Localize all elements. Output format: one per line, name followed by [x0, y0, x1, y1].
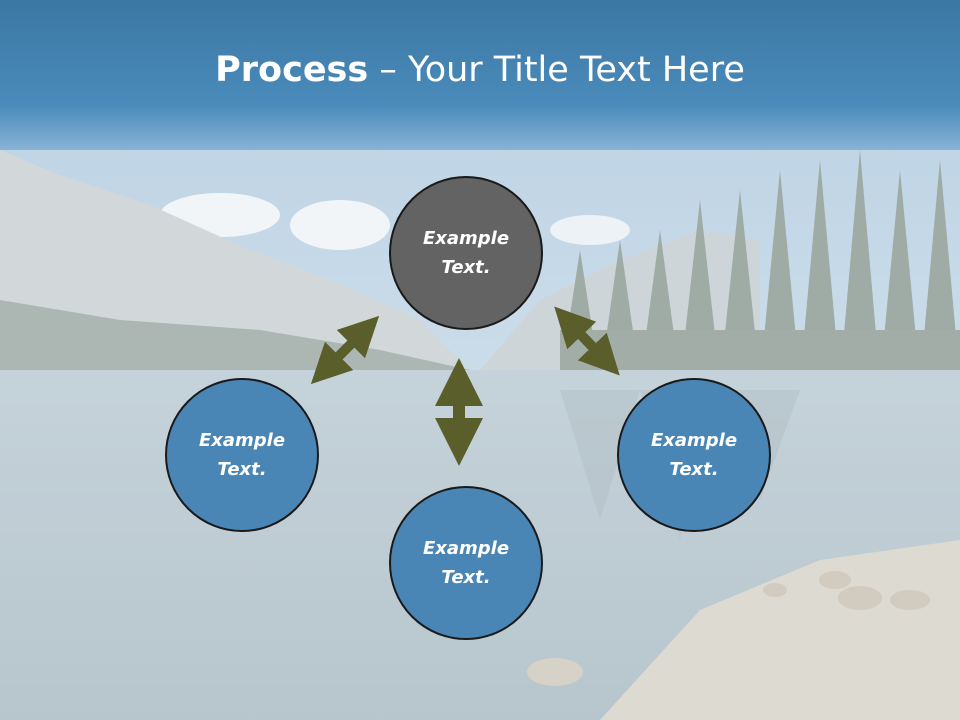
double-arrow-right	[554, 306, 620, 376]
title-bar: Process – Your Title Text Here	[0, 0, 960, 150]
node-center-top: Example Text.	[389, 176, 543, 330]
node-bottom: Example Text.	[389, 486, 543, 640]
double-arrow-left	[310, 315, 380, 385]
title-bold: Process	[215, 50, 369, 90]
slide-title: Process – Your Title Text Here	[0, 50, 960, 90]
node-right: Example Text.	[617, 378, 771, 532]
node-left: Example Text.	[165, 378, 319, 532]
title-rest: – Your Title Text Here	[368, 50, 745, 90]
